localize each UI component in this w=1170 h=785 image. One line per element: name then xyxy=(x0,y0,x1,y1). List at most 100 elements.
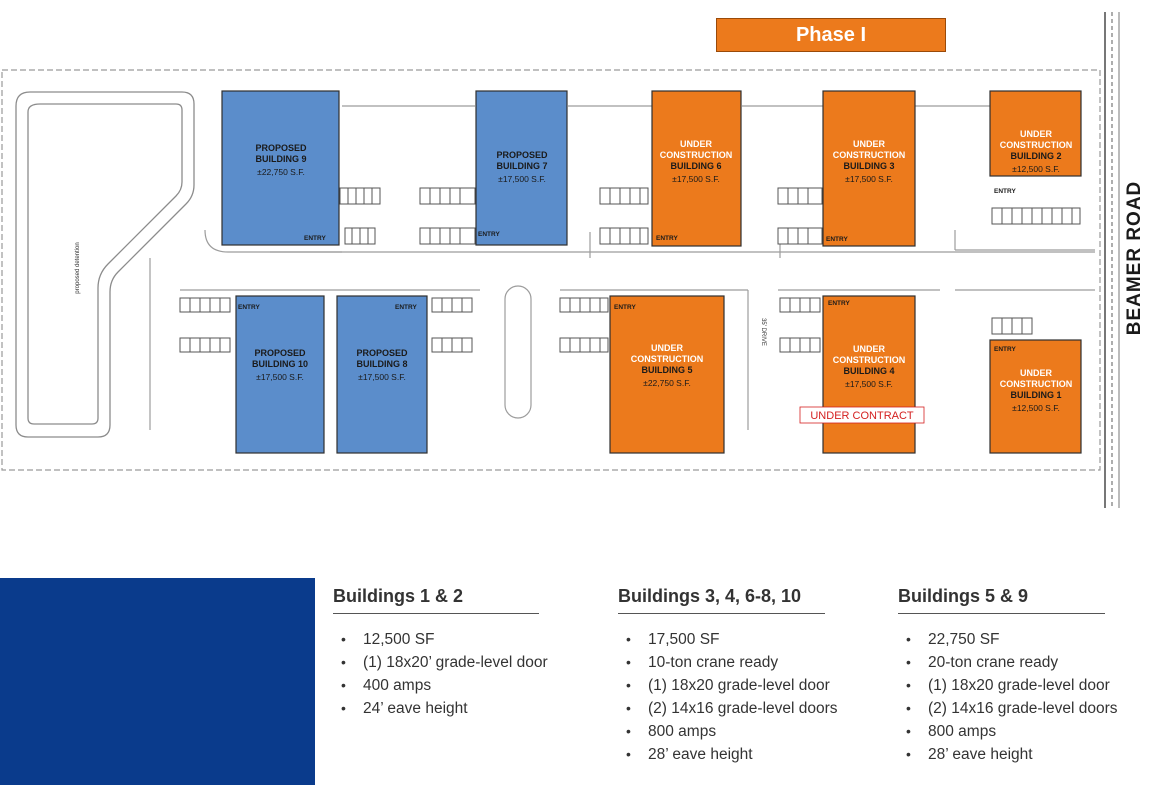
building-label-line: PROPOSED xyxy=(356,348,408,358)
spec-list: 22,750 SF 20-ton crane ready (1) 18x20 g… xyxy=(898,628,1118,766)
building-label-line: PROPOSED xyxy=(254,348,306,358)
spec-list: 17,500 SF 10-ton crane ready (1) 18x20 g… xyxy=(618,628,838,766)
building-label-line: BUILDING 5 xyxy=(641,365,692,375)
under-contract-box xyxy=(799,406,925,424)
building-footprint xyxy=(989,339,1082,454)
detention-pond-outer xyxy=(15,91,195,438)
spec-item: 28’ eave height xyxy=(898,743,1105,766)
building-footprint xyxy=(221,90,340,246)
parking-stall-lines xyxy=(189,188,1073,352)
detention-pond-inner xyxy=(27,103,183,425)
spec-item: (1) 18x20 grade-level door xyxy=(618,674,830,697)
spec-list: 12,500 SF (1) 18x20’ grade-level door 40… xyxy=(333,628,548,720)
entry-label: ENTRY xyxy=(238,304,260,311)
building-label-line: BUILDING 3 xyxy=(843,161,894,171)
building-footprint xyxy=(235,295,325,454)
spec-item: 12,500 SF xyxy=(333,628,539,651)
entry-label: ENTRY xyxy=(614,304,636,311)
building-footprint xyxy=(651,90,742,247)
building-label-line: UNDER xyxy=(853,344,886,354)
spec-item: (1) 18x20 grade-level door xyxy=(898,674,1110,697)
building-area: ±17,500 S.F. xyxy=(672,174,720,184)
building-footprint xyxy=(822,90,916,247)
entry-label: ENTRY xyxy=(994,346,1016,353)
spec-title: Buildings 5 & 9 xyxy=(898,586,1105,614)
building-area: ±17,500 S.F. xyxy=(256,372,304,382)
spec-column-buildings-5-9: Buildings 5 & 9 22,750 SF 20-ton crane r… xyxy=(898,586,1118,766)
entry-label: ENTRY xyxy=(395,304,417,311)
building-label-line: CONSTRUCTION xyxy=(833,150,906,160)
spec-item: (2) 14x16 grade-level doors xyxy=(618,697,838,720)
building-label-line: BUILDING 6 xyxy=(670,161,721,171)
spec-item: 24’ eave height xyxy=(333,697,539,720)
building-footprint xyxy=(475,90,568,246)
accent-panel xyxy=(0,578,315,785)
spec-item: 28’ eave height xyxy=(618,743,825,766)
spec-item: 400 amps xyxy=(333,674,539,697)
building-label-line: UNDER xyxy=(1020,368,1053,378)
building-footprint xyxy=(336,295,428,454)
drive-aisles xyxy=(149,105,1095,430)
drive-label: 35' DRIVE xyxy=(760,318,766,346)
building-label-line: UNDER xyxy=(1020,129,1053,139)
road-label: BEAMER ROAD xyxy=(1124,181,1145,336)
spec-title: Buildings 1 & 2 xyxy=(333,586,539,614)
spec-item: (1) 18x20’ grade-level door xyxy=(333,651,548,674)
building-area: ±12,500 S.F. xyxy=(1012,403,1060,413)
entry-label: ENTRY xyxy=(304,235,326,242)
spec-item: 800 amps xyxy=(618,720,825,743)
building-area: ±22,750 S.F. xyxy=(257,167,305,177)
entry-label: ENTRY xyxy=(656,235,678,242)
entry-label: ENTRY xyxy=(994,188,1016,195)
building-area: ±22,750 S.F. xyxy=(643,378,691,388)
building-label-line: UNDER xyxy=(680,139,713,149)
building-label-line: CONSTRUCTION xyxy=(1000,379,1073,389)
spec-item: 20-ton crane ready xyxy=(898,651,1105,674)
building-label-line: BUILDING 7 xyxy=(496,161,547,171)
building-label-line: CONSTRUCTION xyxy=(833,355,906,365)
building-label-line: BUILDING 10 xyxy=(252,359,308,369)
detention-label: proposed detention xyxy=(75,242,81,293)
building-label-line: BUILDING 4 xyxy=(843,366,894,376)
entry-label: ENTRY xyxy=(828,300,850,307)
entry-label: ENTRY xyxy=(826,236,848,243)
building-area: ±17,500 S.F. xyxy=(845,379,893,389)
building-label-line: BUILDING 9 xyxy=(255,154,306,164)
building-area: ±17,500 S.F. xyxy=(845,174,893,184)
site-plan-map: proposed detention xyxy=(1,12,1145,508)
building-label-line: PROPOSED xyxy=(496,150,548,160)
building-area: ±17,500 S.F. xyxy=(498,174,546,184)
phase-banner: Phase I xyxy=(716,18,946,52)
spec-column-buildings-3-4-6-8-10: Buildings 3, 4, 6-8, 10 17,500 SF 10-ton… xyxy=(618,586,838,766)
building-footprint xyxy=(989,90,1082,177)
building-label-line: UNDER xyxy=(853,139,886,149)
building-area: ±12,500 S.F. xyxy=(1012,164,1060,174)
spec-item: 22,750 SF xyxy=(898,628,1105,651)
landscape-island xyxy=(504,285,532,419)
spec-item: (2) 14x16 grade-level doors xyxy=(898,697,1118,720)
spec-title: Buildings 3, 4, 6-8, 10 xyxy=(618,586,825,614)
building-label-line: CONSTRUCTION xyxy=(1000,140,1073,150)
building-label-line: CONSTRUCTION xyxy=(631,354,704,364)
building-label-line: PROPOSED xyxy=(255,143,307,153)
building-label-line: BUILDING 2 xyxy=(1010,151,1061,161)
property-boundary xyxy=(1,69,1101,471)
building-footprint xyxy=(609,295,725,454)
spec-item: 800 amps xyxy=(898,720,1105,743)
spec-item: 17,500 SF xyxy=(618,628,825,651)
spec-column-buildings-1-2: Buildings 1 & 2 12,500 SF (1) 18x20’ gra… xyxy=(333,586,548,720)
building-label-line: UNDER xyxy=(651,343,684,353)
building-label-line: BUILDING 8 xyxy=(356,359,407,369)
entry-label: ENTRY xyxy=(478,231,500,238)
